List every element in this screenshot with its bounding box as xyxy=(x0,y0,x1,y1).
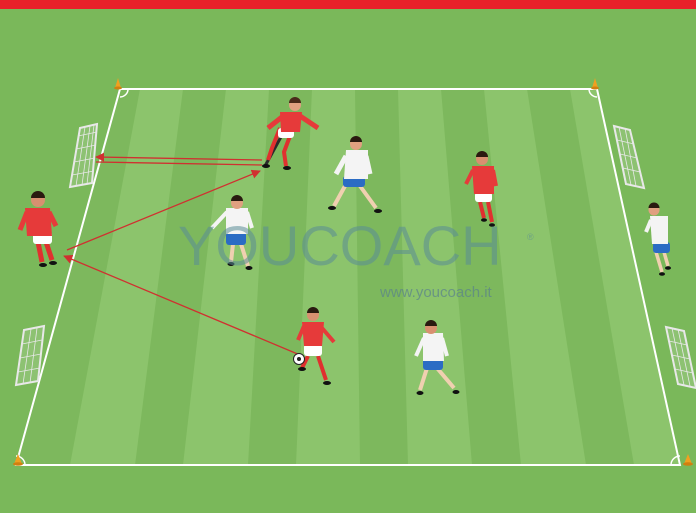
top-bar xyxy=(0,0,696,9)
watermark-registered: ® xyxy=(527,232,534,242)
watermark-url: www.youcoach.it xyxy=(380,284,492,301)
ball xyxy=(294,354,305,365)
watermark-brand: YOUCOACH xyxy=(178,218,502,274)
